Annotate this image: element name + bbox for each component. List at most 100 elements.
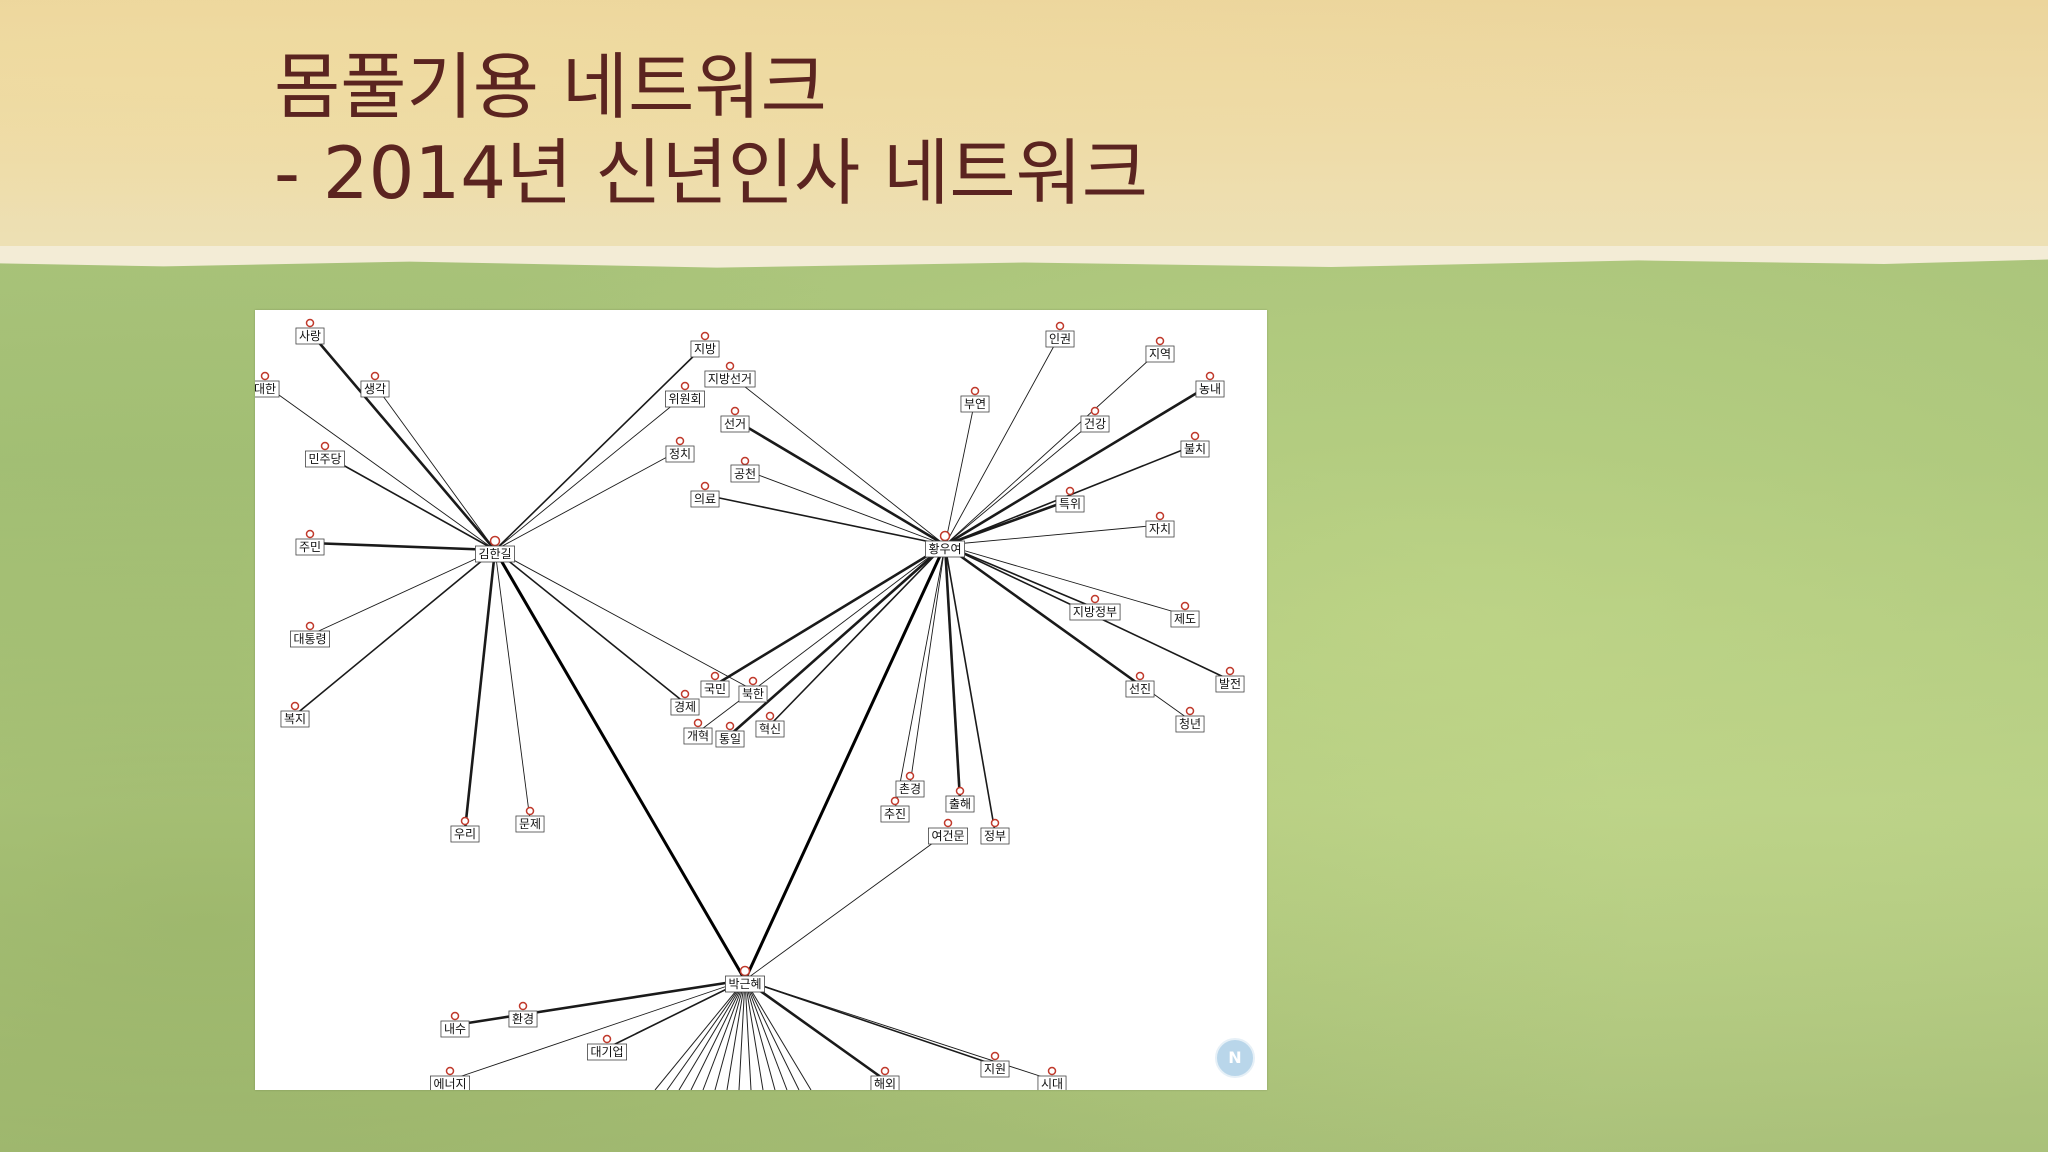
node-label: 통일 <box>719 732 741 746</box>
node-marker <box>320 441 330 451</box>
node-label: 지방정부 <box>1073 605 1117 619</box>
network-node: 우리 <box>450 816 480 843</box>
edge-line <box>309 541 496 552</box>
network-node: 문제 <box>515 806 545 833</box>
node-marker <box>739 965 751 977</box>
node-marker <box>955 786 965 796</box>
title-line-2: - 2014년 신년인사 네트워크 <box>274 131 1149 215</box>
paper-torn-edge <box>0 246 2048 268</box>
node-label-box <box>683 727 713 745</box>
node-marker <box>748 676 758 686</box>
network-node: 출해 <box>945 786 975 813</box>
edge-line <box>944 544 1096 609</box>
slide-title: 몸풀기용 네트워크 - 2014년 신년인사 네트워크 <box>274 44 1148 216</box>
edge-line <box>944 349 1161 546</box>
network-node: 민주당 <box>305 441 345 468</box>
network-node: 지방선거 <box>704 361 756 388</box>
node-marker <box>1155 511 1165 521</box>
edge-line <box>944 498 1071 547</box>
node-marker <box>680 689 690 699</box>
network-node: 통일 <box>715 721 745 748</box>
network-node: 내수 <box>440 1011 470 1038</box>
network-node: 공천 <box>730 456 760 483</box>
node-marker <box>725 721 735 731</box>
network-node: 해외 <box>870 1066 900 1090</box>
network-node: 지원 <box>980 1051 1010 1078</box>
node-marker <box>680 381 690 391</box>
node-label-box <box>305 450 345 468</box>
edge-line <box>744 978 886 1082</box>
node-marker <box>675 436 685 446</box>
node-label-box <box>1215 675 1245 693</box>
edge-line <box>738 979 746 1090</box>
network-node: 혁신 <box>755 711 785 738</box>
edge-line <box>944 334 1061 546</box>
network-node: 복지 <box>280 701 310 728</box>
node-marker <box>1190 431 1200 441</box>
edge-line <box>697 544 946 733</box>
node-label: 대한 <box>255 382 276 396</box>
edge-line <box>744 979 800 1090</box>
edge-line <box>690 979 746 1090</box>
node-marker <box>1065 486 1075 496</box>
node-marker <box>305 621 315 631</box>
edge-line <box>494 449 681 551</box>
edge-line <box>744 469 946 546</box>
edge-line <box>494 394 686 551</box>
node-label: 지방 <box>694 342 716 356</box>
node-marker <box>602 1034 612 1044</box>
edge-line <box>264 384 496 551</box>
edge-line <box>493 549 747 981</box>
node-label-box <box>1080 415 1110 433</box>
node-label-box <box>1175 715 1205 733</box>
node-marker <box>890 796 900 806</box>
edge-line <box>894 544 946 811</box>
edge-line <box>743 544 947 981</box>
node-label-box <box>690 490 720 508</box>
title-banner <box>0 0 2048 246</box>
edge-line <box>678 979 746 1090</box>
node-label: 북한 <box>742 687 764 701</box>
node-label: 지역 <box>1149 347 1171 361</box>
node-marker <box>370 371 380 381</box>
node-label-box <box>1170 610 1200 628</box>
node-label: 의료 <box>694 492 716 506</box>
node-marker <box>700 331 710 341</box>
edge-line <box>744 979 788 1090</box>
node-label: 지원 <box>984 1062 1006 1076</box>
network-node: 국민 <box>700 671 730 698</box>
edge-line <box>606 979 746 1049</box>
edge-line <box>944 399 976 546</box>
node-label-box <box>587 1043 627 1061</box>
node-marker <box>765 711 775 721</box>
node-label: 우리 <box>454 827 476 841</box>
network-node: 지방정부 <box>1069 594 1121 621</box>
node-label: 해외 <box>874 1077 896 1090</box>
node-marker <box>1155 336 1165 346</box>
network-node: 에너지 <box>430 1066 470 1090</box>
node-label: 황우여 <box>928 542 961 556</box>
node-label: 선진 <box>1129 682 1151 696</box>
network-node: 특위 <box>1055 486 1085 513</box>
node-marker <box>260 371 270 381</box>
node-label: 환경 <box>512 1012 534 1026</box>
network-node: 제도 <box>1170 601 1200 628</box>
node-marker <box>1090 406 1100 416</box>
network-node: 추진 <box>880 796 910 823</box>
node-label-box <box>280 710 310 728</box>
edge-line <box>714 543 946 687</box>
edge-line <box>944 544 1186 616</box>
node-marker <box>1185 706 1195 716</box>
node-label-box <box>360 380 390 398</box>
node-label: 건강 <box>1084 417 1106 431</box>
node-label-box <box>690 340 720 358</box>
node-label: 시대 <box>1041 1077 1063 1090</box>
network-node: 정부 <box>980 818 1010 845</box>
edge-line <box>309 549 496 636</box>
network-node: 부연 <box>960 386 990 413</box>
edge-line <box>494 549 531 821</box>
edge-line <box>769 544 946 726</box>
